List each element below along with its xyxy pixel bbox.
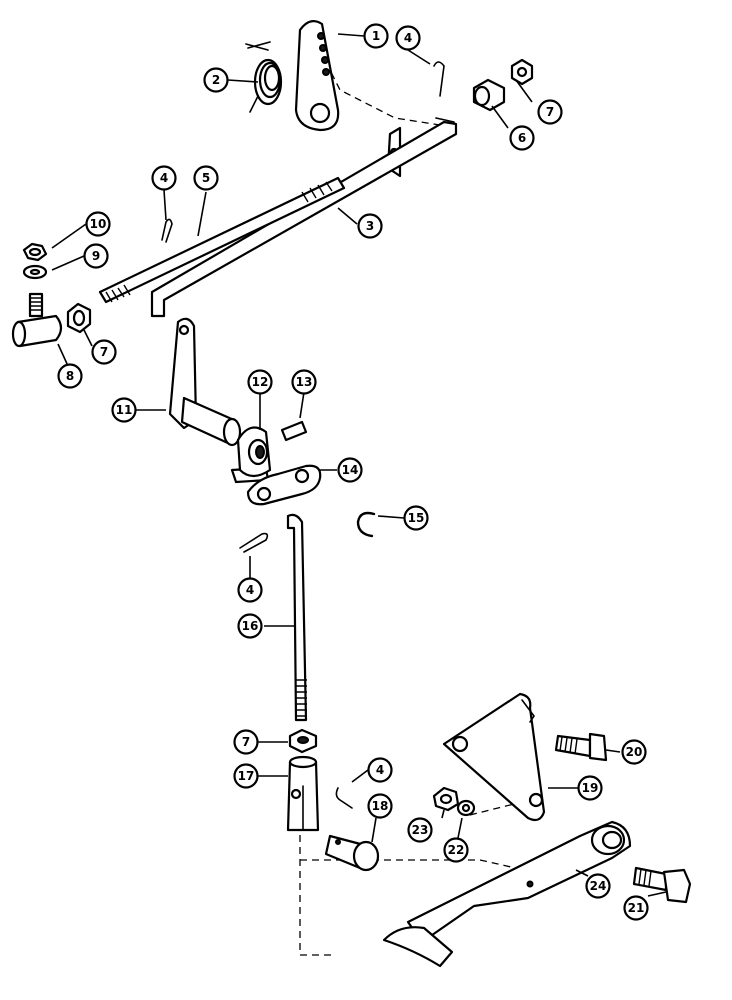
part-washer-9 <box>22 264 48 280</box>
callout-3: 3 <box>357 213 383 239</box>
callout-label: 22 <box>448 843 465 857</box>
part-bent-rod <box>150 117 458 318</box>
callout-label: 7 <box>242 735 250 749</box>
part-lever-plate <box>294 19 340 132</box>
callout-label: 21 <box>628 901 645 915</box>
callout-11: 11 <box>111 397 137 423</box>
part-roll-pin <box>280 420 308 442</box>
callout-15: 15 <box>403 505 429 531</box>
callout-6: 6 <box>509 125 535 151</box>
part-long-rod <box>286 513 308 722</box>
callout-label: 15 <box>408 511 425 525</box>
callout-12: 12 <box>247 369 273 395</box>
part-hex-nut-lower <box>288 728 318 754</box>
part-hex-nut-left <box>66 302 92 334</box>
callout-label: 19 <box>582 781 599 795</box>
callout-23: 23 <box>407 817 433 843</box>
callout-label: 2 <box>212 73 220 87</box>
callout-label: 17 <box>238 769 255 783</box>
callout-label: 18 <box>372 799 389 813</box>
callout-label: 11 <box>116 403 133 417</box>
callout-label: 3 <box>366 219 374 233</box>
callout-4-mid: 4 <box>151 165 177 191</box>
callout-5: 5 <box>193 165 219 191</box>
part-threaded-rod <box>98 176 346 304</box>
callout-label: 4 <box>404 31 412 45</box>
callout-21: 21 <box>623 895 649 921</box>
part-cotter-pin-bottom <box>335 787 353 809</box>
callout-label: 12 <box>252 375 269 389</box>
part-lever-arm <box>168 317 242 447</box>
callout-leaders <box>51 33 667 897</box>
part-swivel-block <box>11 292 63 348</box>
part-nut-23 <box>432 786 460 812</box>
callout-10: 10 <box>85 211 111 237</box>
callout-label: 4 <box>246 583 254 597</box>
part-cotter-pin-top <box>433 61 445 97</box>
part-bolt-21 <box>632 866 692 904</box>
part-e-clip <box>356 511 376 538</box>
callout-label: 8 <box>66 369 74 383</box>
callout-20: 20 <box>621 739 647 765</box>
callout-label: 16 <box>242 619 259 633</box>
callout-16: 16 <box>237 613 263 639</box>
callout-4-top: 4 <box>395 25 421 51</box>
callout-label: 13 <box>296 375 313 389</box>
callout-label: 7 <box>100 345 108 359</box>
callout-7-left: 7 <box>91 339 117 365</box>
callout-1: 1 <box>363 23 389 49</box>
callout-label: 4 <box>160 171 168 185</box>
callout-4-lower: 4 <box>237 577 263 603</box>
callout-label: 10 <box>90 217 107 231</box>
callout-label: 4 <box>376 763 384 777</box>
callout-9: 9 <box>83 243 109 269</box>
part-cotter-pin-mid <box>161 218 173 243</box>
callout-4-bottom: 4 <box>367 757 393 783</box>
callout-13: 13 <box>291 369 317 395</box>
callout-22: 22 <box>443 837 469 863</box>
callout-label: 1 <box>372 29 380 43</box>
part-pedal-lever <box>382 820 632 968</box>
callout-label: 14 <box>342 463 359 477</box>
part-hex-nut-10 <box>22 242 48 262</box>
callout-7-lower: 7 <box>233 729 259 755</box>
part-hex-nut-top <box>510 58 534 86</box>
callout-label: 6 <box>518 131 526 145</box>
callout-label: 20 <box>626 745 643 759</box>
callout-label: 5 <box>202 171 210 185</box>
callout-18: 18 <box>367 793 393 819</box>
part-collar <box>230 426 272 484</box>
part-washer-22 <box>456 799 476 817</box>
callout-17: 17 <box>233 763 259 789</box>
callout-24: 24 <box>585 873 611 899</box>
part-clevis-pin <box>324 834 380 872</box>
callout-7-top: 7 <box>537 99 563 125</box>
part-clevis <box>286 755 320 832</box>
part-bracket-plate <box>442 692 546 822</box>
callout-label: 9 <box>92 249 100 263</box>
part-torsion-spring <box>245 41 283 113</box>
callout-label: 24 <box>590 879 607 893</box>
callout-8: 8 <box>57 363 83 389</box>
callout-19: 19 <box>577 775 603 801</box>
part-link-plate <box>246 464 322 506</box>
callout-2: 2 <box>203 67 229 93</box>
part-bolt-20 <box>554 732 608 762</box>
part-nut <box>472 78 506 112</box>
callout-14: 14 <box>337 457 363 483</box>
callout-label: 7 <box>546 105 554 119</box>
callout-label: 23 <box>412 823 429 837</box>
part-cotter-pin-lower <box>239 532 269 553</box>
